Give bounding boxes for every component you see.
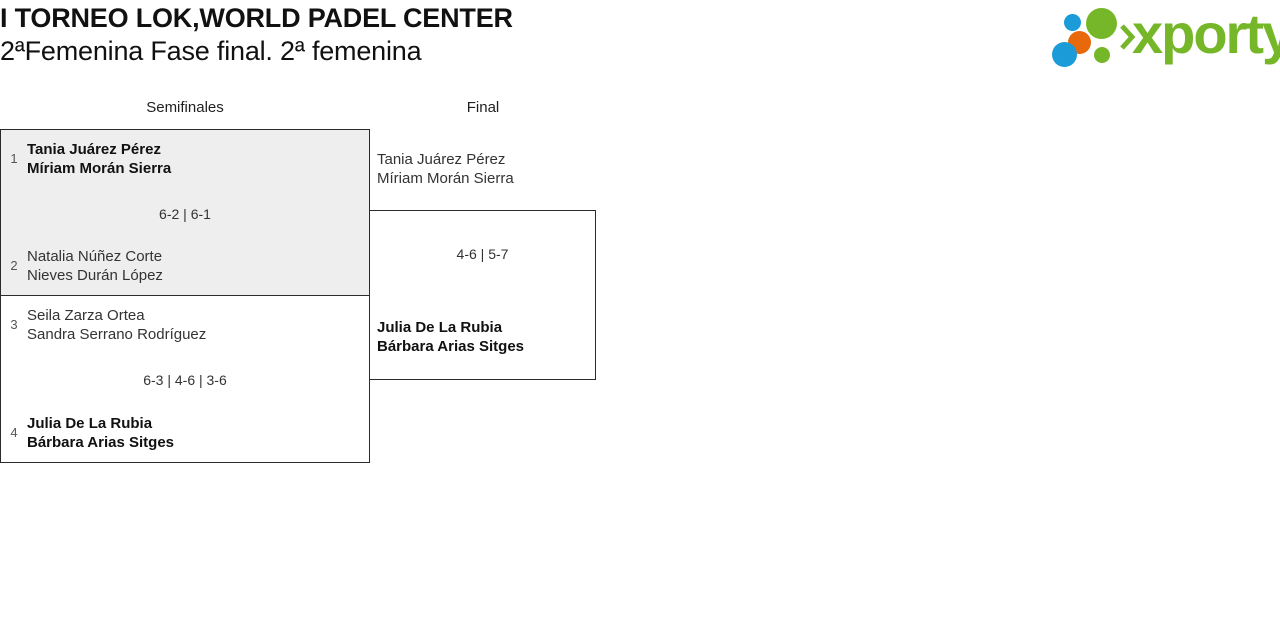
logo-dots-icon: [1050, 6, 1126, 67]
seed-number: 3: [10, 317, 18, 332]
match-box-semifinal-1[interactable]: 1 Tania Juárez Pérez Míriam Morán Sierra…: [0, 129, 370, 296]
final-team-upper[interactable]: Tania Juárez Pérez Míriam Morán Sierra: [377, 150, 514, 188]
round-header-semifinals: Semifinales: [146, 99, 224, 116]
match-score: 6-2 | 6-1: [159, 206, 211, 222]
player-name: Tania Juárez Pérez: [27, 141, 161, 158]
player-name: Míriam Morán Sierra: [27, 160, 172, 177]
tournament-title: I TORNEO LOK,WORLD PADEL CENTER 2ªFemeni…: [0, 2, 900, 68]
player-name: Julia De La Rubia: [27, 415, 153, 432]
team-names: Julia De La Rubia Bárbara Arias Sitges: [27, 414, 174, 452]
match-box-final[interactable]: [369, 210, 596, 380]
player-name: Nieves Durán López: [27, 267, 163, 284]
player-name: Natalia Núñez Corte: [27, 248, 163, 265]
seed-number: 2: [10, 258, 18, 273]
page-header: I TORNEO LOK,WORLD PADEL CENTER 2ªFemeni…: [0, 0, 1280, 80]
round-header-final: Final: [466, 99, 500, 116]
final-team-lower[interactable]: Julia De La Rubia Bárbara Arias Sitges: [377, 318, 524, 356]
logo-dot-blue-small-icon: [1064, 14, 1081, 31]
final-match-score: 4-6 | 5-7: [456, 246, 509, 262]
player-name: Seila Zarza Ortea: [27, 307, 145, 324]
tournament-name: I TORNEO LOK,WORLD PADEL CENTER: [0, 3, 513, 33]
team-row[interactable]: 2 Natalia Núñez Corte Nieves Durán López: [1, 247, 369, 285]
seed-number: 4: [10, 425, 18, 440]
team-row[interactable]: 4 Julia De La Rubia Bárbara Arias Sitges: [1, 414, 369, 452]
logo-dot-blue-large-icon: [1052, 42, 1077, 67]
logo-chevron-right-icon: [1120, 24, 1136, 50]
xporty-logo[interactable]: xporty: [1042, 2, 1280, 68]
player-name: Bárbara Arias Sitges: [27, 434, 175, 451]
match-box-semifinal-2[interactable]: 3 Seila Zarza Ortea Sandra Serrano Rodrí…: [0, 296, 370, 463]
player-name: Míriam Morán Sierra: [377, 170, 514, 187]
logo-wordmark: xporty: [1132, 2, 1280, 65]
player-name: Bárbara Arias Sitges: [377, 338, 525, 355]
player-name: Sandra Serrano Rodríguez: [27, 326, 207, 343]
logo-dot-green-large-icon: [1086, 8, 1117, 39]
team-names: Tania Juárez Pérez Míriam Morán Sierra: [27, 140, 171, 178]
match-score: 6-3 | 4-6 | 3-6: [143, 372, 227, 388]
logo-dot-green-small-icon: [1094, 47, 1110, 63]
team-row[interactable]: 3 Seila Zarza Ortea Sandra Serrano Rodrí…: [1, 306, 369, 344]
seed-number: 1: [10, 151, 18, 166]
tournament-phase: 2ªFemenina Fase final. 2ª femenina: [0, 36, 422, 66]
player-name: Tania Juárez Pérez: [377, 151, 506, 168]
player-name: Julia De La Rubia: [377, 319, 503, 336]
team-row[interactable]: 1 Tania Juárez Pérez Míriam Morán Sierra: [1, 140, 369, 178]
team-names: Seila Zarza Ortea Sandra Serrano Rodrígu…: [27, 306, 206, 344]
team-names: Natalia Núñez Corte Nieves Durán López: [27, 247, 163, 285]
